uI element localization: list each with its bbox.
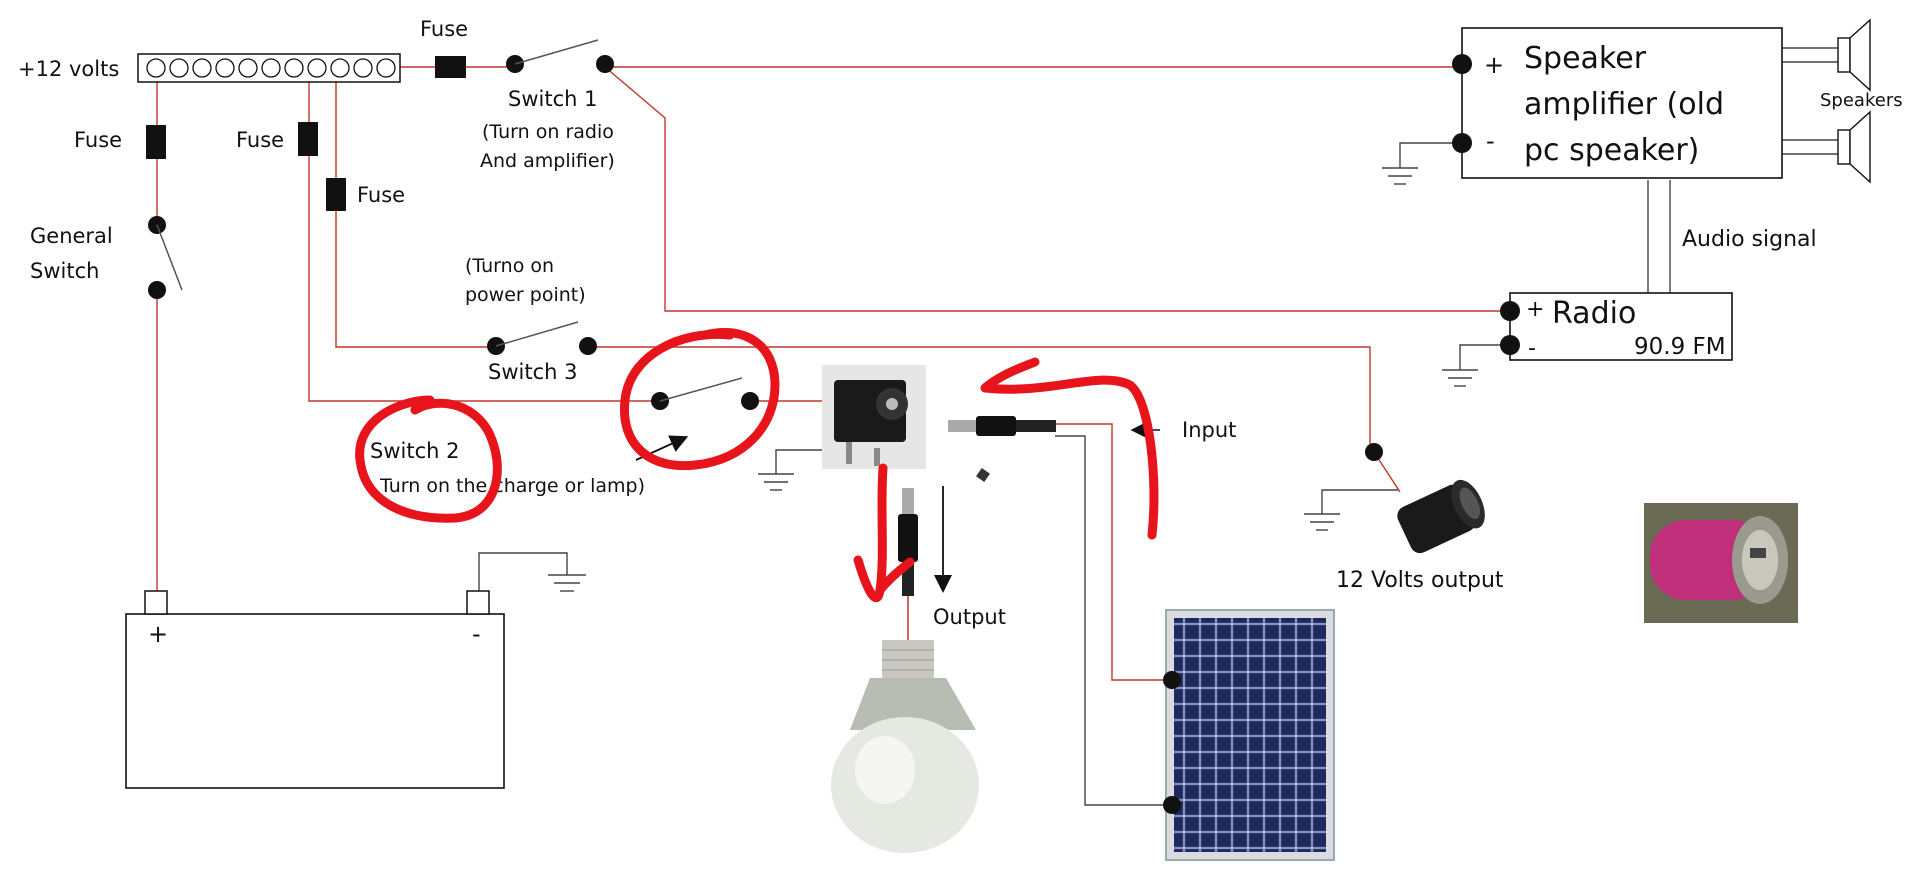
power-wires	[156, 66, 1510, 681]
radio-frequency: 90.9 FM	[1634, 334, 1726, 360]
amp-title-1: Speaker	[1524, 41, 1647, 76]
annotation-arrow-input	[980, 357, 1159, 540]
switch-1-desc-2: And amplifier)	[480, 150, 615, 172]
speaker-icon	[1837, 18, 1871, 92]
ground-symbol-lighter	[1304, 513, 1340, 531]
fuse-left-label: Fuse	[74, 128, 122, 152]
amp-title-3: pc speaker)	[1524, 133, 1699, 168]
switch-2-label: Switch 2	[370, 439, 459, 463]
switch-3-label: Switch 3	[488, 360, 577, 384]
ground-symbol-radio	[1442, 369, 1478, 387]
fuse-right-label: Fuse	[357, 183, 405, 207]
annotation-circle-switch	[619, 327, 780, 471]
amp-minus-label: -	[1486, 127, 1495, 155]
general-switch	[148, 216, 183, 299]
switch-3	[487, 321, 597, 355]
ground-symbol-battery	[548, 574, 586, 592]
amp-plus-label: +	[1484, 51, 1504, 79]
annotation-arrow-output	[853, 463, 915, 603]
bus-label: +12 volts	[18, 57, 119, 81]
battery	[125, 590, 505, 789]
battery-plus-label: +	[148, 620, 168, 648]
twelve-volts-output-label: 12 Volts output	[1336, 568, 1504, 593]
hand-annotations	[355, 327, 1159, 603]
switch-3-desc-2: power point)	[465, 284, 586, 306]
ground-wires	[478, 47, 1838, 806]
solar-panel-icon	[1163, 609, 1335, 861]
switch-3-desc-1: (Turno on	[465, 255, 554, 277]
radio-plus-label: +	[1526, 297, 1544, 322]
fuse-left	[146, 125, 166, 159]
radio	[1500, 292, 1733, 361]
switch-1-label: Switch 1	[508, 87, 597, 111]
fuse-mid	[298, 122, 318, 156]
radio-minus-label: -	[1528, 336, 1536, 361]
bus-bar	[137, 53, 401, 83]
lamp-icon	[831, 640, 979, 853]
dc-plug-icon	[948, 416, 1056, 482]
fuse-mid-label: Fuse	[236, 128, 284, 152]
switch-1	[506, 39, 614, 73]
dc-jack-icon	[822, 365, 926, 469]
amp-title-2: amplifier (old	[1524, 87, 1724, 122]
speaker-icon	[1837, 110, 1871, 184]
output-label: Output	[933, 605, 1006, 629]
switch-1-desc-1: (Turn on radio	[482, 121, 614, 143]
audio-signal-label: Audio signal	[1682, 227, 1817, 252]
battery-minus-label: -	[472, 620, 481, 648]
ground-symbol-jack	[758, 473, 794, 491]
radio-title: Radio	[1552, 296, 1636, 331]
fuse-top	[435, 56, 466, 78]
input-label: Input	[1182, 418, 1236, 442]
usb-car-adapter-icon	[1644, 503, 1798, 623]
fuses	[146, 56, 466, 211]
ground-symbols	[548, 167, 1478, 592]
general-switch-label-1: General	[30, 224, 113, 248]
switch-2	[635, 377, 759, 461]
cigarette-lighter-icon	[1365, 443, 1485, 554]
speakers-label: Speakers	[1820, 90, 1903, 111]
switch-2-desc: Turn on the charge or lamp)	[379, 475, 645, 497]
fuse-top-label: Fuse	[420, 17, 468, 41]
speaker-amplifier	[1452, 27, 1783, 179]
annotation-circle-switch-2	[355, 395, 502, 523]
general-switch-label-2: Switch	[30, 259, 99, 283]
ground-symbol-amp	[1382, 167, 1418, 185]
fuse-right	[326, 178, 346, 211]
